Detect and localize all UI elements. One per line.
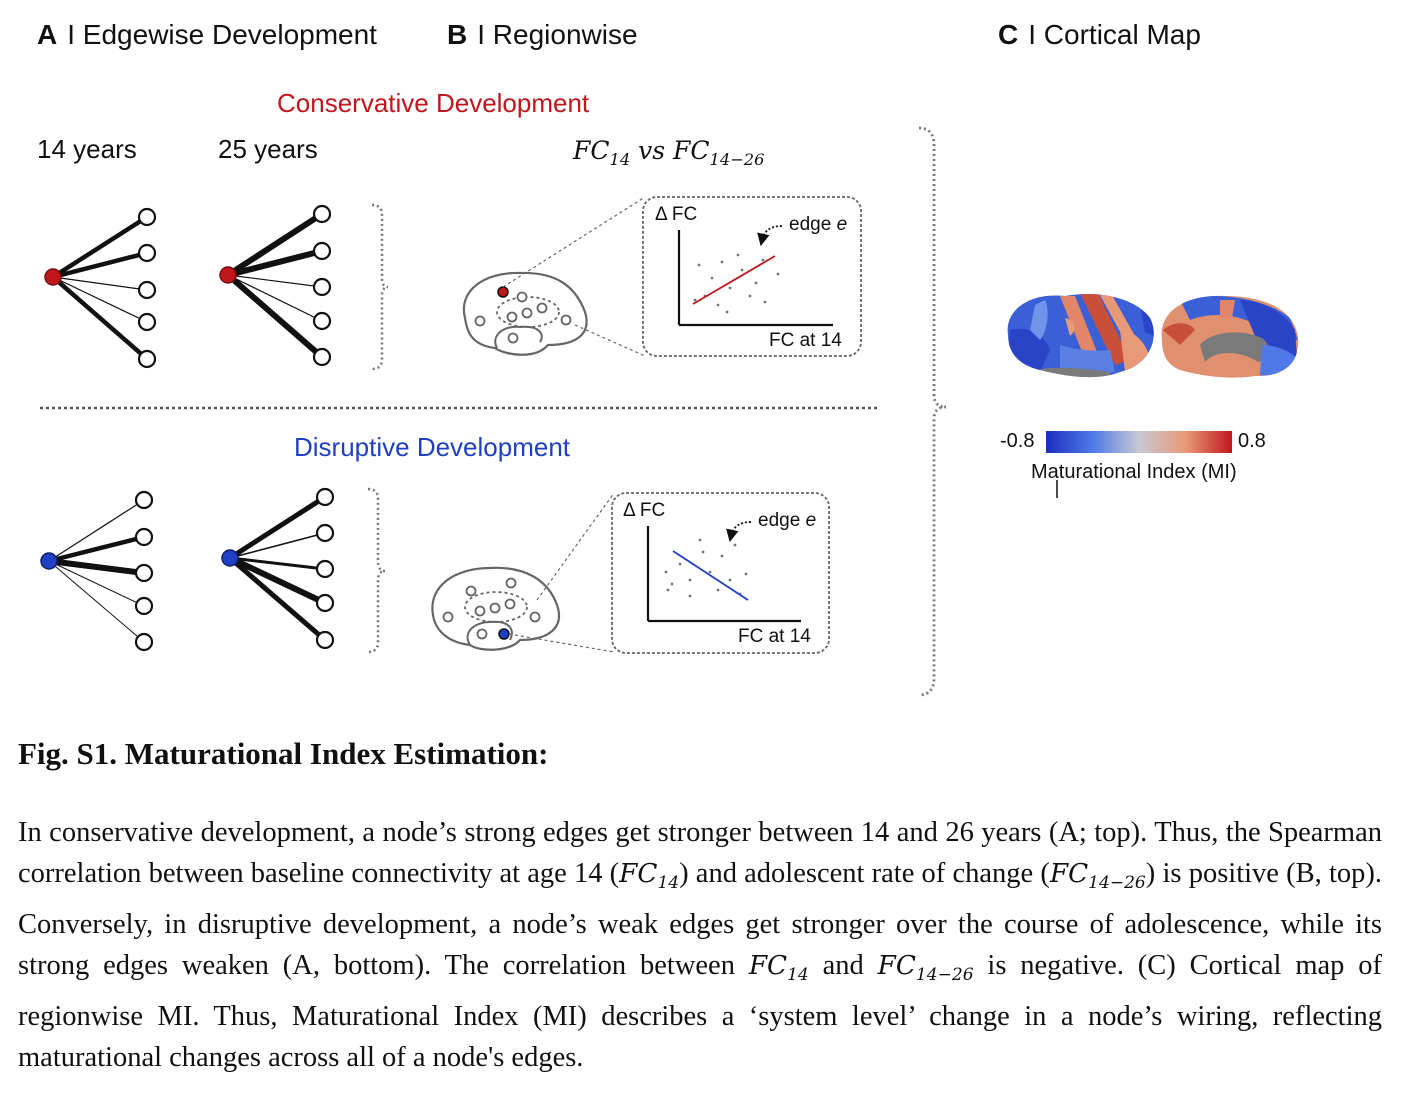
colorbar-max-label: 0.8 xyxy=(1238,430,1266,452)
cortex-medial xyxy=(1161,295,1299,378)
scatter-box-top xyxy=(642,196,862,357)
cortex-lateral xyxy=(1007,294,1154,378)
scatter-plot-negative: Δ FC FC at 14 edge e xyxy=(623,500,816,647)
caption-fc14-b: FC14 xyxy=(748,951,809,986)
target-node xyxy=(134,490,154,510)
disruptive-title: Disruptive Development xyxy=(294,432,571,462)
panel-a-letter: A xyxy=(37,19,58,50)
caption-title: Fig. S1. Maturational Index Estimation: xyxy=(18,736,549,771)
mi-colorbar xyxy=(1046,431,1232,453)
target-node xyxy=(315,593,335,613)
panel-c-letter: C xyxy=(998,19,1019,50)
seed-node-red xyxy=(44,268,62,286)
y-axis-label: Δ FC xyxy=(655,204,697,225)
age-25-label: 25 years xyxy=(218,134,318,164)
x-axis-label: FC at 14 xyxy=(738,626,811,647)
seed-region-red xyxy=(497,286,509,298)
region-brain-outline-top xyxy=(462,196,646,357)
edge-pointer-arrow xyxy=(726,521,752,543)
colorbar-min-label: -0.8 xyxy=(1000,430,1035,452)
seed-node-blue xyxy=(221,549,239,567)
target-node xyxy=(312,311,332,331)
target-node xyxy=(315,487,335,507)
target-node xyxy=(312,277,332,297)
small-brace-bottom xyxy=(367,487,386,654)
target-node xyxy=(134,632,154,652)
target-node xyxy=(312,347,332,367)
regression-line-negative xyxy=(672,550,749,601)
target-node xyxy=(134,596,154,616)
target-node xyxy=(137,280,157,300)
scatter-box-bottom xyxy=(611,492,830,654)
caption-part-5: is negative. (C) Cortical map of regionw… xyxy=(18,950,1382,1074)
x-axis-label: FC at 14 xyxy=(769,330,842,351)
regression-line-positive xyxy=(692,255,776,305)
large-brace xyxy=(918,126,947,697)
edge-pointer-arrow xyxy=(757,225,783,247)
formula-vs: vs xyxy=(638,136,666,165)
disruptive-25-network xyxy=(221,487,335,650)
formula-fc-a: FC xyxy=(573,136,610,165)
seed-region-blue xyxy=(498,628,510,640)
seed-node-blue xyxy=(40,552,58,570)
fc-comparison-formula: FC14 vs FC14−26 xyxy=(573,136,765,169)
panel-b-letter: B xyxy=(447,19,468,50)
conservative-14-network xyxy=(44,207,157,369)
figure-canvas: Δ FC FC at 14 edge e Δ FC FC a xyxy=(40,126,1299,697)
target-node xyxy=(315,559,335,579)
edge-label: edge e xyxy=(758,510,816,531)
target-node xyxy=(312,204,332,224)
disruptive-14-network xyxy=(40,490,154,652)
caption-part-4: and xyxy=(808,950,878,982)
panel-c-label: Cortical Map xyxy=(1043,19,1201,50)
panel-c-separator: I xyxy=(1028,19,1037,50)
age-14-label: 14 years xyxy=(37,134,137,164)
target-node xyxy=(137,207,157,227)
colorbar-title: Maturational Index (MI) xyxy=(1031,461,1237,483)
caption-part-1: In conservative development, a node’s st… xyxy=(18,817,1382,889)
caption-fc14-a: FC14 xyxy=(619,859,680,894)
panel-b-separator: I xyxy=(477,19,486,50)
conservative-25-network xyxy=(219,204,332,367)
formula-sub-b: 14−26 xyxy=(709,150,765,169)
target-node xyxy=(137,349,157,369)
target-node xyxy=(315,523,335,543)
caption-fc1426-a: FC14−26 xyxy=(1049,859,1146,894)
target-node xyxy=(312,241,332,261)
target-node xyxy=(134,527,154,547)
region-brain-outline-bottom xyxy=(431,492,615,653)
caption-part-3: ) is positive (B, top). Conversely, in d… xyxy=(18,858,1382,982)
target-node xyxy=(315,630,335,650)
target-node xyxy=(134,563,154,583)
caption-body: In conservative development, a node’s st… xyxy=(18,812,1382,1078)
panel-a-separator: I xyxy=(67,19,76,50)
y-axis-label: Δ FC xyxy=(623,500,665,521)
target-node xyxy=(137,243,157,263)
formula-fc-b: FC xyxy=(673,136,710,165)
small-brace-top xyxy=(371,203,389,371)
edge-label: edge e xyxy=(789,214,847,235)
formula-sub-a: 14 xyxy=(609,150,631,169)
caption-part-2: ) and adolescent rate of change ( xyxy=(679,858,1050,889)
seed-node-red xyxy=(219,266,237,284)
scatter-points xyxy=(693,253,780,314)
panel-b-label: Regionwise xyxy=(492,19,638,50)
target-node xyxy=(137,312,157,332)
caption-fc1426-b: FC14−26 xyxy=(877,951,974,986)
panel-a-label: Edgewise Development xyxy=(82,19,377,50)
conservative-title: Conservative Development xyxy=(277,88,590,118)
scatter-plot-positive: Δ FC FC at 14 edge e xyxy=(655,204,847,351)
